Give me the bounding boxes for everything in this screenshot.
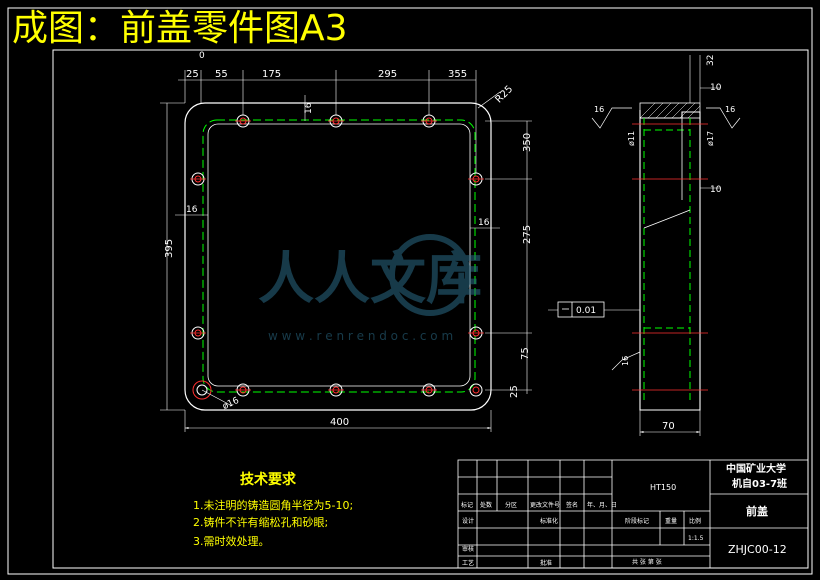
side-body-outline [639,110,701,411]
tech-item-2: 2.铸件不许有缩松孔和砂眼; [193,515,328,529]
dim-10-b: 10 [710,185,722,195]
tb-material: HT150 [650,483,676,492]
dim-right-275: 275 [522,225,533,244]
tb-stage-label: 阶段标记 [625,517,649,525]
dim-width-70: 70 [662,421,675,432]
watermark-text: 人人文库 [258,247,482,312]
tb-part-name: 前盖 [746,504,768,518]
watermark-url: w w w . r e n r e n d o c . c o m [268,329,453,343]
dim-small-16-top: 16 [304,102,314,114]
dim-right-350: 350 [522,133,533,152]
tb-label-sign: 签名 [566,501,578,509]
tolerance-frame [557,301,605,318]
tb-drawing-no: ZHJC00-12 [728,543,787,556]
title-block [457,459,809,569]
tech-requirements: 技术要求 1.未注明的铸造圆角半径为5-10; 2.铸件不许有缩松孔和砂眼; 3… [193,471,353,548]
dim-right-75: 75 [520,347,531,360]
dim-left-16: 16 [186,205,198,215]
plate-outline [184,102,492,411]
dim-10-a: 10 [710,83,722,93]
tb-label-date: 年、月、日 [587,501,617,509]
hole-centerlines [190,120,484,391]
tb-weight-label: 重量 [665,517,677,525]
outer-border [7,7,813,575]
dim-16-bottom: 16 [621,356,630,366]
tb-label-count: 处数 [480,501,492,509]
watermark-logo [389,234,471,316]
tb-school: 中国矿业大学 [726,462,786,475]
dim-right-16: 16 [478,218,490,228]
dim-top-4: 295 [378,69,397,80]
extension-lines-top [178,70,477,173]
title-block-text: 标记 处数 分区 更改文件号 签名 年、月、日 设计 标准化 审核 工艺 批准 … [461,462,787,567]
side-view: 32 10 10 16 16 ø11 ø17 0.01 16 70 [548,55,741,436]
watermark: 人人文库 w w w . r e n r e n d o c . c o m [258,234,482,343]
tb-label-zone: 分区 [505,501,517,509]
tb-row-design: 设计 [462,517,474,525]
inner-border [52,49,809,569]
dim-top-1: 25 [186,69,199,80]
tech-item-3: 3.需时效处理。 [193,534,270,548]
dim-phi11: ø11 [627,131,636,146]
tech-title: 技术要求 [240,471,297,488]
origin-zero-label: 0 [199,51,205,61]
dim-top-2: 55 [215,69,228,80]
large-hole [192,380,212,400]
hatch-lines [639,102,701,119]
hatched-top [639,102,701,119]
tb-scale-label: 比例 [689,517,701,525]
tb-class: 机自03-7班 [732,477,787,490]
tech-item-1: 1.未注明的铸造圆角半径为5-10; [193,498,353,512]
front-view: 0 25 55 175 295 355 16 R25 395 16 350 27… [160,51,533,432]
tb-row-process: 工艺 [462,559,474,567]
inner-contour [207,123,471,387]
tb-row-check: 审核 [462,545,474,553]
tolerance-value: 0.01 [576,306,596,316]
tb-label-mark: 标记 [461,501,473,509]
dim-left-height: 395 [164,239,175,258]
dim-16-left: 16 [594,105,604,114]
page-title: 成图：前盖零件图A3 [12,8,348,49]
dim-top-5: 355 [448,69,467,80]
tb-label-doc: 更改文件号 [530,501,560,509]
dim-bottom-width: 400 [330,417,349,428]
bolt-hole [469,383,483,397]
radius-label: R25 [494,84,516,106]
dim-top-32: 32 [706,55,716,66]
tb-scale: 1:1.5 [688,535,704,542]
dim-top-3: 175 [262,69,281,80]
dim-right-25: 25 [509,385,520,398]
dim-16-right: 16 [725,105,735,114]
tb-row-std: 标准化 [540,517,558,525]
tb-sheet: 共 张 第 张 [632,558,662,566]
tb-row-approve: 批准 [540,559,552,567]
dim-phi17: ø17 [706,131,715,146]
